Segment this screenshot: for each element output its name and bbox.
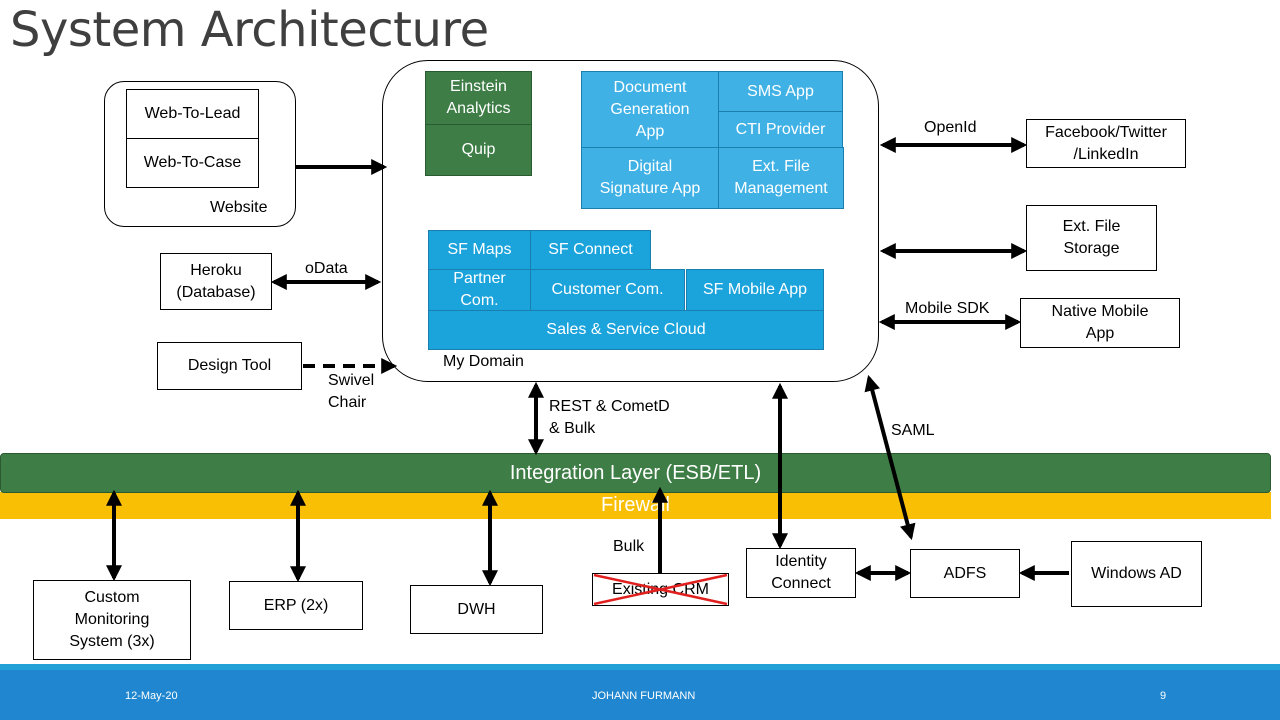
facebook-line2: /LinkedIn — [1073, 145, 1139, 163]
customer-com-box: Customer Com. — [530, 269, 685, 311]
sms-app-box: SMS App — [718, 71, 843, 112]
bulk-label: Bulk — [613, 538, 645, 555]
identity-line2: Connect — [771, 575, 831, 592]
footer-author: JOHANN FURMANN — [592, 690, 696, 702]
firewall-band: Firewall — [0, 492, 1271, 519]
sf-connect-label: SF Connect — [548, 241, 633, 258]
extstorage-line1: Ext. File — [1062, 218, 1121, 235]
footer-date: 12-May-20 — [125, 690, 178, 702]
odata-label: oData — [305, 260, 348, 277]
dwh-box: DWH — [410, 585, 543, 634]
sf-mobile-label: SF Mobile App — [702, 281, 808, 298]
mobile-sdk-label: Mobile SDK — [905, 300, 990, 317]
ext-file-storage-box: Ext. File Storage — [1026, 205, 1157, 271]
quip-label: Quip — [461, 141, 496, 158]
extfilemgmt-line2: Management — [734, 180, 828, 197]
web-to-case-box: Web-To-Case — [126, 138, 259, 188]
page-title: System Architecture — [10, 2, 489, 58]
docgen-line2: Generation — [610, 100, 690, 118]
web-to-case-label: Web-To-Case — [143, 154, 242, 171]
swivel-line2: Chair — [328, 394, 367, 411]
custom-line1: Custom — [84, 589, 140, 606]
ext-file-management-box: Ext. File Management — [718, 147, 844, 209]
sms-label: SMS App — [747, 82, 814, 100]
rest-cometd-label: REST & CometD & Bulk — [549, 396, 670, 440]
extstorage-line2: Storage — [1063, 240, 1120, 257]
digsig-line1: Digital — [627, 158, 673, 175]
footer-bar — [0, 664, 1280, 720]
extfilemgmt-line1: Ext. File — [752, 158, 810, 175]
design-tool-label: Design Tool — [187, 357, 272, 374]
rest-line2: & Bulk — [549, 420, 596, 437]
custom-line2: Monitoring — [74, 611, 150, 628]
rest-line1: REST & CometD — [549, 398, 670, 415]
cti-label: CTI Provider — [735, 120, 826, 138]
integration-layer-label: Integration Layer (ESB/ETL) — [509, 461, 762, 484]
windows-ad-label: Windows AD — [1091, 565, 1182, 582]
identity-line1: Identity — [775, 553, 827, 570]
docgen-line3: App — [635, 122, 665, 140]
dwh-label: DWH — [457, 600, 496, 618]
swivel-line1: Swivel — [328, 372, 375, 389]
cti-provider-box: CTI Provider — [718, 111, 843, 148]
saml-arrow — [864, 374, 916, 541]
sales-service-cloud-box: Sales & Service Cloud — [428, 310, 824, 350]
native-line2: App — [1085, 325, 1115, 342]
integration-layer-band: Integration Layer (ESB/ETL) — [0, 453, 1271, 493]
swivel-chair-label: Swivel Chair — [328, 370, 374, 414]
customer-com-label: Customer Com. — [551, 281, 664, 298]
footer-page-number: 9 — [1160, 690, 1167, 702]
native-line1: Native Mobile — [1051, 303, 1149, 320]
windows-ad-box: Windows AD — [1071, 541, 1202, 607]
sf-maps-label: SF Maps — [447, 241, 512, 258]
existing-crm-strike — [593, 573, 728, 606]
identity-connect-box: Identity Connect — [746, 548, 856, 598]
einstein-sublabel: Analytics — [446, 100, 511, 117]
sales-service-label: Sales & Service Cloud — [546, 321, 706, 338]
adfs-label: ADFS — [943, 564, 987, 582]
sf-maps-box: SF Maps — [428, 230, 531, 270]
facebook-box: Facebook/Twitter /LinkedIn — [1026, 119, 1186, 168]
my-domain-label: My Domain — [443, 353, 524, 370]
native-mobile-app-box: Native Mobile App — [1020, 298, 1180, 348]
partner-line2: Com. — [460, 292, 499, 309]
erp-label: ERP (2x) — [263, 596, 329, 614]
digsig-line2: Signature App — [599, 180, 701, 197]
sf-connect-box: SF Connect — [530, 230, 651, 270]
custom-monitoring-box: Custom Monitoring System (3x) — [33, 580, 191, 660]
document-generation-box: Document Generation App — [581, 71, 719, 148]
web-to-lead-label: Web-To-Lead — [144, 105, 241, 122]
custom-line3: System (3x) — [69, 633, 155, 650]
sf-mobile-app-box: SF Mobile App — [686, 269, 824, 311]
facebook-line1: Facebook/Twitter — [1045, 123, 1167, 141]
design-tool-box: Design Tool — [157, 342, 302, 390]
einstein-label: Einstein — [450, 78, 507, 95]
website-label: Website — [210, 199, 268, 216]
partner-line1: Partner — [453, 270, 506, 287]
heroku-box: Heroku (Database) — [160, 253, 272, 310]
docgen-line1: Document — [613, 78, 687, 96]
quip-box: Quip — [425, 124, 532, 176]
openid-label: OpenId — [924, 119, 977, 136]
heroku-sublabel: (Database) — [176, 283, 256, 301]
heroku-label: Heroku — [190, 261, 242, 279]
adfs-box: ADFS — [910, 549, 1020, 598]
